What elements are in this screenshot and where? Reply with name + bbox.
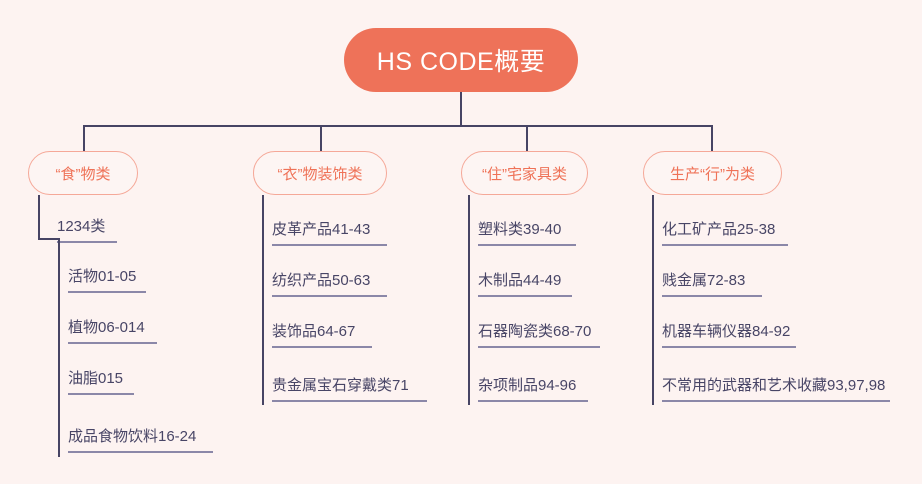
leaf-item-b3-4-label: 杂项制品94-96	[478, 377, 577, 394]
underline	[272, 400, 427, 402]
leaf-item-b4-4[interactable]: 不常用的武器和艺术收藏93,97,98	[662, 377, 890, 402]
leaf-item-b1-3-label: 油脂015	[68, 370, 124, 387]
category-node-4-label: 生产“行”为类	[670, 165, 755, 183]
connector-drop-branch-2	[320, 125, 322, 152]
underline	[272, 244, 387, 246]
leaf-item-b2-1[interactable]: 皮革产品41-43	[272, 221, 387, 246]
category-node-1[interactable]: “食”物类	[28, 151, 138, 195]
leaf-item-b2-4-label: 贵金属宝石穿戴类71	[272, 377, 409, 394]
leaf-item-b1-1-label: 活物01-05	[68, 268, 137, 285]
underline	[478, 244, 576, 246]
category-node-4[interactable]: 生产“行”为类	[643, 151, 782, 195]
leaf-item-b3-4[interactable]: 杂项制品94-96	[478, 377, 588, 402]
connector-b3-spine	[468, 195, 470, 405]
connector-b1-spine	[38, 195, 40, 240]
intermediate-node-1234-label: 1234类	[57, 218, 106, 235]
underline	[68, 451, 213, 453]
intermediate-node-1234[interactable]: 1234类	[57, 218, 117, 243]
leaf-item-b4-1-label: 化工矿产品25-38	[662, 221, 776, 238]
leaf-item-b1-4-label: 成品食物饮料16-24	[68, 428, 197, 445]
leaf-item-b1-2-label: 植物06-014	[68, 319, 145, 336]
underline	[478, 346, 600, 348]
underline	[272, 346, 372, 348]
leaf-item-b2-1-label: 皮革产品41-43	[272, 221, 371, 238]
underline	[68, 342, 157, 344]
leaf-item-b1-4[interactable]: 成品食物饮料16-24	[68, 428, 213, 453]
category-node-3-label: “住”宅家具类	[482, 165, 567, 183]
leaf-item-b2-4[interactable]: 贵金属宝石穿戴类71	[272, 377, 427, 402]
leaf-item-b1-2[interactable]: 植物06-014	[68, 319, 157, 344]
root-node-label: HS CODE概要	[376, 48, 546, 76]
leaf-item-b2-3-label: 装饰品64-67	[272, 323, 356, 340]
leaf-item-b3-2-label: 木制品44-49	[478, 272, 562, 289]
underline	[662, 244, 788, 246]
underline	[662, 346, 796, 348]
leaf-item-b4-3-label: 机器车辆仪器84-92	[662, 323, 791, 340]
connector-b4-spine	[652, 195, 654, 405]
category-node-2-label: “衣”物装饰类	[277, 165, 363, 183]
leaf-item-b3-1-label: 塑料类39-40	[478, 221, 562, 238]
connector-root-bus	[83, 125, 712, 127]
leaf-item-b4-2[interactable]: 贱金属72-83	[662, 272, 762, 297]
leaf-item-b4-1[interactable]: 化工矿产品25-38	[662, 221, 788, 246]
leaf-item-b3-1[interactable]: 塑料类39-40	[478, 221, 576, 246]
category-node-1-label: “食”物类	[55, 165, 111, 183]
connector-b2-spine	[262, 195, 264, 405]
leaf-item-b3-2[interactable]: 木制品44-49	[478, 272, 572, 297]
leaf-item-b4-2-label: 贱金属72-83	[662, 272, 746, 289]
connector-root-stem	[460, 92, 462, 126]
underline	[57, 241, 117, 243]
leaf-item-b2-3[interactable]: 装饰品64-67	[272, 323, 372, 348]
connector-drop-branch-4	[711, 125, 713, 152]
category-node-2[interactable]: “衣”物装饰类	[253, 151, 387, 195]
leaf-item-b1-3[interactable]: 油脂015	[68, 370, 134, 395]
underline	[478, 400, 588, 402]
underline	[662, 400, 890, 402]
connector-b1-inner-spine	[58, 240, 60, 457]
leaf-item-b2-2-label: 纺织产品50-63	[272, 272, 371, 289]
underline	[478, 295, 572, 297]
connector-drop-branch-3	[526, 125, 528, 152]
connector-drop-branch-1	[83, 125, 85, 152]
underline	[68, 393, 134, 395]
underline	[272, 295, 387, 297]
leaf-item-b4-4-label: 不常用的武器和艺术收藏93,97,98	[662, 377, 886, 394]
leaf-item-b4-3[interactable]: 机器车辆仪器84-92	[662, 323, 796, 348]
root-node[interactable]: HS CODE概要	[344, 28, 578, 92]
underline	[662, 295, 762, 297]
leaf-item-b3-3-label: 石器陶瓷类68-70	[478, 323, 592, 340]
leaf-item-b1-1[interactable]: 活物01-05	[68, 268, 146, 293]
leaf-item-b2-2[interactable]: 纺织产品50-63	[272, 272, 387, 297]
category-node-3[interactable]: “住”宅家具类	[461, 151, 588, 195]
underline	[68, 291, 146, 293]
leaf-item-b3-3[interactable]: 石器陶瓷类68-70	[478, 323, 600, 348]
connector-b1-to-mid	[38, 238, 60, 240]
